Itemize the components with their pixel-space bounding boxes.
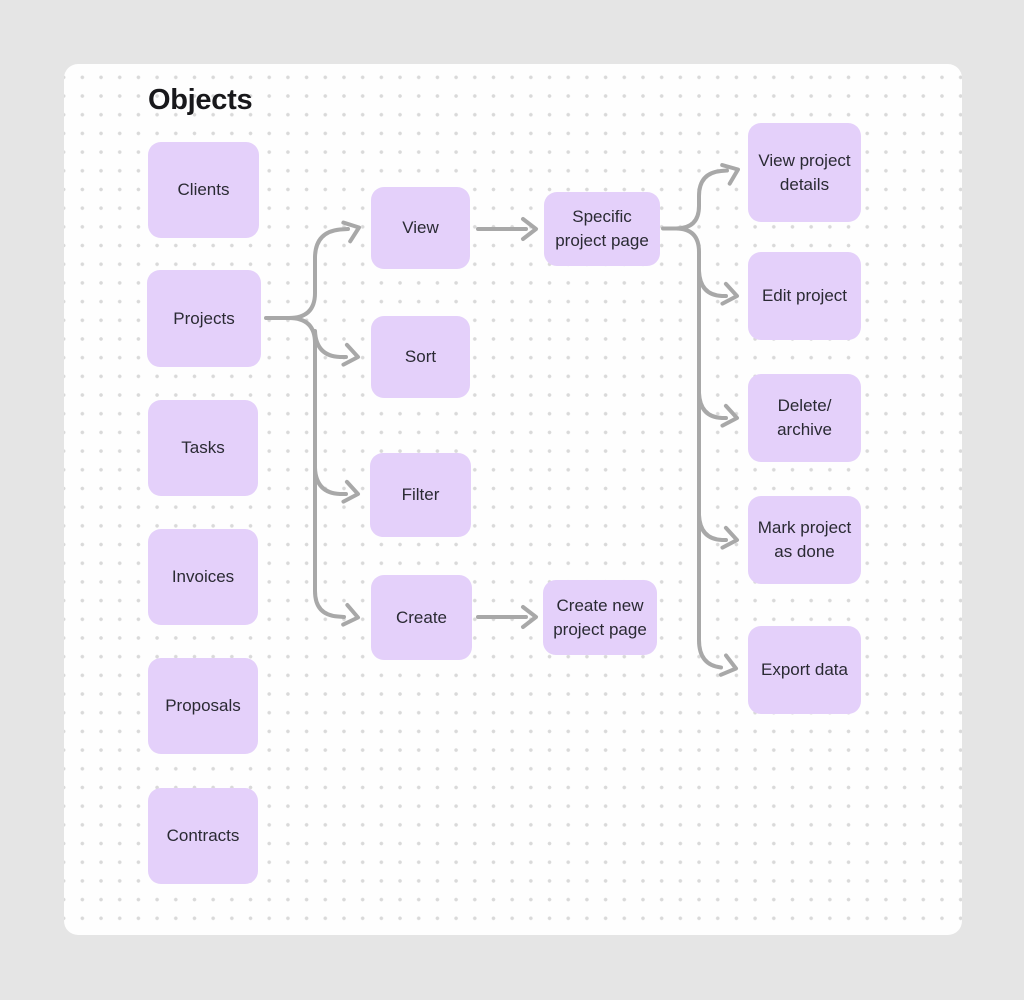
node-contracts[interactable]: Contracts bbox=[148, 788, 258, 884]
node-clients[interactable]: Clients bbox=[148, 142, 259, 238]
arrowhead-icon bbox=[341, 220, 361, 244]
node-tasks[interactable]: Tasks bbox=[148, 400, 258, 496]
connector-specific-view-project-details[interactable] bbox=[661, 160, 742, 231]
node-view[interactable]: View bbox=[371, 187, 470, 269]
connector-projects-view[interactable] bbox=[264, 218, 362, 320]
connector-view-specific-project-page[interactable] bbox=[476, 217, 538, 241]
connector-specific-export-data[interactable] bbox=[674, 226, 739, 679]
connector-specific-edit-project[interactable] bbox=[697, 269, 739, 306]
connector-projects-sort[interactable] bbox=[313, 329, 360, 367]
arrowhead-icon bbox=[720, 525, 739, 550]
node-view-project-details[interactable]: View project details bbox=[748, 123, 861, 222]
node-specific-project-page[interactable]: Specific project page bbox=[544, 192, 660, 266]
connector-create-create-new-project-page[interactable] bbox=[476, 605, 538, 629]
arrowhead-icon bbox=[341, 603, 360, 627]
node-delete-archive[interactable]: Delete/ archive bbox=[748, 374, 861, 462]
node-export-data[interactable]: Export data bbox=[748, 626, 861, 714]
arrowhead-icon bbox=[718, 653, 738, 677]
connector-specific-mark-project-as-done[interactable] bbox=[697, 513, 739, 550]
arrowhead-icon bbox=[521, 605, 538, 629]
node-create[interactable]: Create bbox=[371, 575, 472, 660]
connector-projects-filter[interactable] bbox=[313, 466, 360, 504]
arrowhead-icon bbox=[341, 479, 360, 504]
node-projects[interactable]: Projects bbox=[147, 270, 261, 367]
arrowhead-icon bbox=[720, 403, 739, 428]
arrowhead-icon bbox=[720, 281, 739, 306]
arrowhead-icon bbox=[521, 217, 538, 241]
node-mark-project-as-done[interactable]: Mark project as done bbox=[748, 496, 861, 584]
node-invoices[interactable]: Invoices bbox=[148, 529, 258, 625]
connector-projects-create[interactable] bbox=[287, 316, 360, 627]
node-sort[interactable]: Sort bbox=[371, 316, 470, 398]
connector-specific-delete-archive[interactable] bbox=[697, 391, 739, 428]
node-filter[interactable]: Filter bbox=[370, 453, 471, 537]
node-edit-project[interactable]: Edit project bbox=[748, 252, 861, 340]
arrowhead-icon bbox=[720, 163, 740, 186]
node-create-new-project-page[interactable]: Create new project page bbox=[543, 580, 657, 655]
node-proposals[interactable]: Proposals bbox=[148, 658, 258, 754]
diagram-title[interactable]: Objects bbox=[148, 84, 253, 116]
arrowhead-icon bbox=[341, 342, 360, 367]
